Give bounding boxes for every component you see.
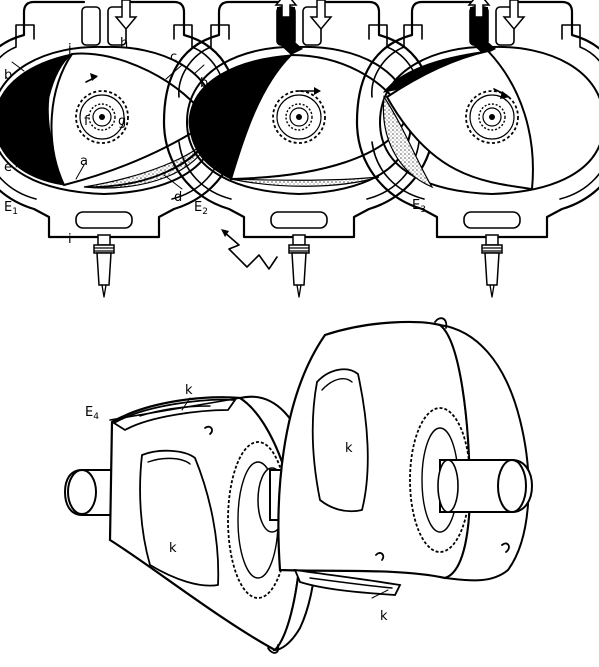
combustion-chamber xyxy=(0,53,73,186)
panel-label-e1: E1 xyxy=(4,200,18,217)
panel-e4: k k k k E4 xyxy=(63,317,534,654)
callout-k-right-face: k xyxy=(345,441,353,456)
callout-g: g xyxy=(118,114,126,129)
down-arrow-icon xyxy=(309,0,333,31)
up-arrow-icon xyxy=(467,0,491,18)
spark-icon xyxy=(223,231,278,270)
callout-k-front: k xyxy=(169,541,177,556)
down-arrow-icon xyxy=(114,0,138,31)
callout-b-right: b xyxy=(200,76,208,91)
panel-label-e4: E4 xyxy=(85,405,99,422)
rotor xyxy=(385,49,534,191)
callout-h: h xyxy=(120,36,128,51)
panel-e3: E3 xyxy=(355,0,599,299)
callout-e: e xyxy=(4,160,12,175)
panel-e1: b j h c b f g e a d i E1 xyxy=(0,0,241,299)
compression-chamber xyxy=(230,176,380,187)
callout-a: a xyxy=(80,154,88,169)
callout-i: i xyxy=(68,232,72,247)
up-arrow-icon xyxy=(274,0,298,18)
callout-b-left: b xyxy=(4,68,12,83)
panel-label-e2: E2 xyxy=(194,200,208,217)
callout-j: j xyxy=(67,42,72,57)
callout-k-top: k xyxy=(185,383,193,398)
down-arrow-icon xyxy=(502,0,526,31)
panel-label-e3: E3 xyxy=(412,198,426,215)
callout-k-bottom: k xyxy=(380,609,388,624)
callout-c: c xyxy=(170,50,177,65)
rotor xyxy=(50,52,211,187)
callout-f: f xyxy=(84,114,89,129)
callout-d: d xyxy=(174,190,182,205)
apex-seal-top xyxy=(112,398,237,432)
panel-e2: E2 xyxy=(162,0,436,299)
